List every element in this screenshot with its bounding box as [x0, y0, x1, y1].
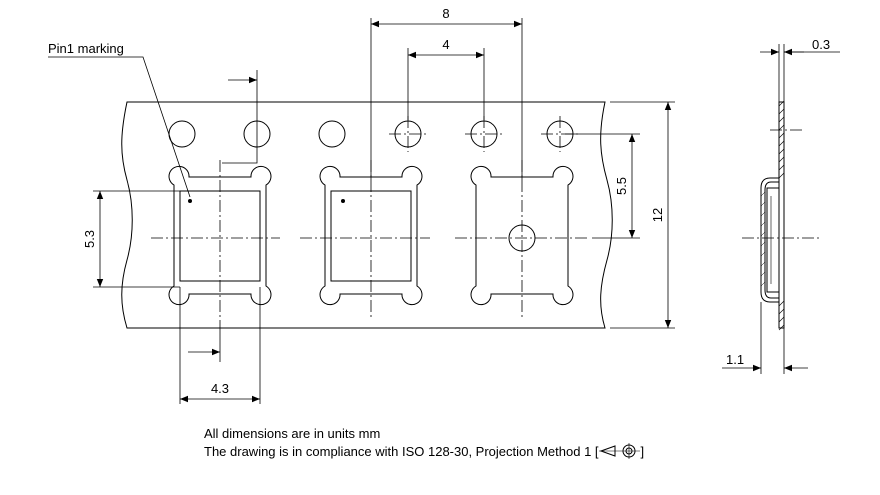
carrier-tape [121, 101, 613, 329]
centre-lines [151, 116, 588, 320]
dimension-lines [48, 18, 675, 404]
side-view-dimensions [722, 44, 840, 374]
side-view-centre-lines [742, 129, 820, 239]
compliance-note-text: The drawing is in compliance with ISO 12… [204, 444, 599, 459]
dim-pocket-length: 5.3 [82, 230, 97, 248]
units-note: All dimensions are in units mm [204, 426, 381, 441]
dim-hole-to-pocket: 5.5 [614, 177, 629, 195]
pin1-dot [188, 199, 192, 203]
pin1-dot [341, 199, 345, 203]
dim-tape-thickness: 0.3 [812, 37, 830, 52]
dim-tape-width: 12 [650, 208, 665, 222]
sprocket-hole [168, 120, 196, 148]
first-angle-projection-icon [598, 443, 640, 459]
dim-pocket-depth: 1.1 [726, 352, 744, 367]
pin1-marking-label: Pin1 marking [48, 41, 124, 56]
compliance-note: The drawing is in compliance with ISO 12… [204, 443, 644, 459]
dim-pocket-pitch: 8 [442, 6, 449, 21]
compliance-note-close: ] [640, 444, 645, 459]
tape-side-view [760, 100, 785, 331]
tape-outline [121, 101, 613, 329]
sprocket-hole [318, 120, 346, 148]
dim-sprocket-pitch: 4 [442, 37, 449, 52]
dim-pocket-width: 4.3 [211, 381, 229, 396]
